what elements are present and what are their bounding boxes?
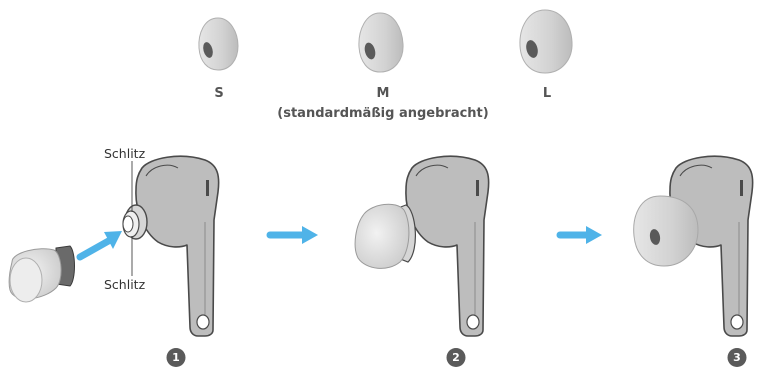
size-label-m: M: [376, 86, 390, 101]
eartip-medium-icon: [358, 12, 404, 73]
insert-arrow-icon: [76, 231, 122, 261]
size-label-l: L: [542, 86, 552, 101]
size-label-s: S: [214, 86, 224, 101]
arrow-step1-to-step2-icon: [266, 226, 318, 244]
slit-bottom-label: Schlitz: [104, 277, 146, 292]
step1-eartip-icon: [8, 245, 75, 303]
default-size-note: (standardmäßig angebracht): [277, 106, 489, 121]
step-badge-2: 2: [446, 348, 466, 367]
step2-earbud-icon: [354, 155, 490, 337]
arrow-step2-to-step3-icon: [556, 226, 602, 244]
step-badge-3: 3: [727, 348, 747, 367]
step1-earbud-icon: [122, 155, 220, 337]
eartip-small-icon: [198, 17, 239, 71]
eartip-large-icon: [519, 9, 573, 74]
step-badge-1: 1: [166, 348, 186, 367]
slit-top-label: Schlitz: [104, 146, 146, 161]
step3-earbud-icon: [633, 155, 754, 337]
